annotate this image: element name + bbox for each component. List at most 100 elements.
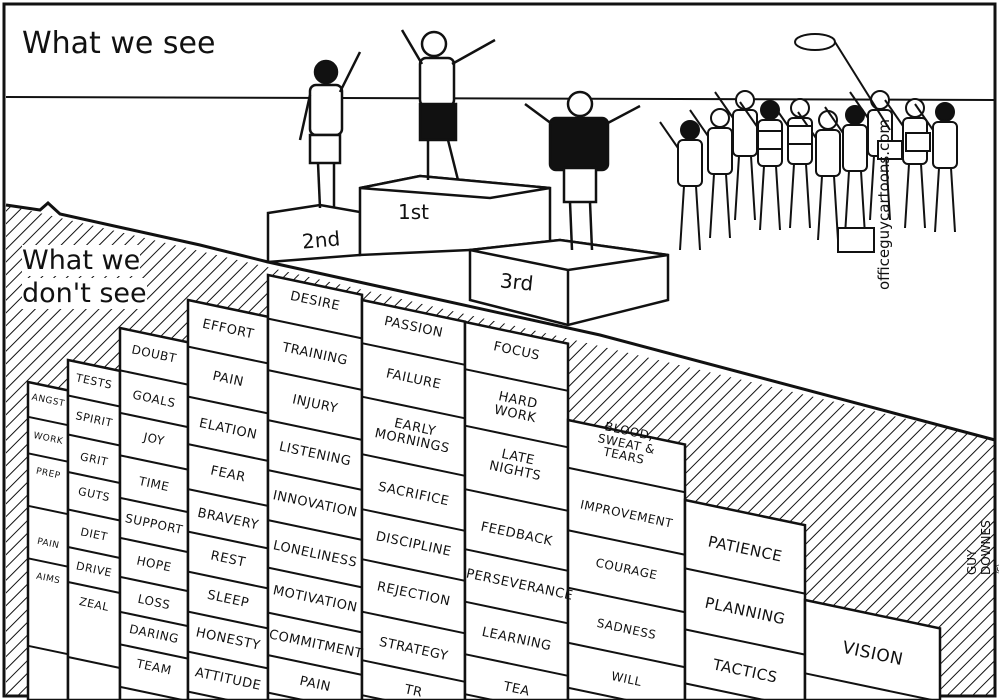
row-divider bbox=[464, 424, 569, 449]
row-divider bbox=[361, 610, 466, 635]
row-divider bbox=[27, 644, 69, 656]
press-person bbox=[714, 90, 758, 221]
stair-column bbox=[803, 598, 942, 700]
row-divider bbox=[119, 643, 189, 660]
row-divider bbox=[267, 369, 363, 391]
press-person bbox=[659, 120, 703, 251]
row-divider bbox=[361, 453, 466, 477]
row-divider bbox=[187, 530, 269, 550]
row-divider bbox=[567, 529, 686, 556]
row-divider bbox=[119, 575, 189, 593]
row-divider bbox=[267, 691, 308, 700]
caption-what-we-dont-see-2: don't see bbox=[22, 278, 147, 309]
place-1-label: 1st bbox=[398, 200, 429, 224]
row-divider bbox=[119, 536, 189, 554]
row-divider bbox=[27, 557, 69, 568]
staircase bbox=[26, 273, 942, 700]
row-divider bbox=[67, 546, 121, 559]
press-person bbox=[689, 108, 733, 239]
row-divider bbox=[187, 345, 269, 365]
camera-icon bbox=[757, 130, 783, 150]
row-divider bbox=[464, 600, 569, 625]
place-2-label: 2nd bbox=[301, 226, 342, 254]
row-divider bbox=[67, 581, 121, 594]
row-divider bbox=[187, 488, 269, 507]
stair-column bbox=[360, 298, 467, 700]
row-divider bbox=[361, 508, 466, 532]
stair-column bbox=[26, 380, 70, 700]
row-divider bbox=[684, 682, 769, 700]
row-divider bbox=[187, 570, 269, 590]
press-crowd bbox=[659, 90, 958, 253]
row-divider bbox=[804, 672, 937, 700]
camera-icon bbox=[905, 132, 931, 152]
row-divider bbox=[361, 558, 466, 582]
row-divider bbox=[67, 508, 121, 522]
row-divider bbox=[187, 395, 269, 415]
row-divider bbox=[119, 411, 189, 429]
caption-what-we-dont-see-1: What we bbox=[22, 245, 141, 276]
row-divider bbox=[361, 395, 466, 420]
row-divider bbox=[267, 317, 363, 340]
boom-microphone bbox=[794, 33, 836, 51]
row-divider bbox=[464, 368, 569, 392]
row-divider bbox=[119, 454, 189, 471]
row-divider bbox=[27, 415, 69, 427]
artist-signature: GUY DOWNES © bbox=[965, 520, 999, 575]
row-divider bbox=[119, 369, 189, 386]
row-divider bbox=[567, 586, 686, 614]
row-divider bbox=[361, 694, 390, 700]
row-dividers bbox=[27, 317, 937, 700]
podium bbox=[266, 174, 670, 327]
row-divider bbox=[567, 686, 632, 700]
place-3-label: 3rd bbox=[498, 268, 535, 296]
row-divider bbox=[684, 628, 806, 656]
row-divider bbox=[361, 342, 466, 366]
stair-column bbox=[463, 320, 570, 700]
athletes bbox=[298, 29, 641, 251]
ground-edge bbox=[5, 200, 996, 442]
row-divider bbox=[464, 548, 569, 572]
row-divider bbox=[67, 394, 121, 408]
row-divider bbox=[567, 466, 686, 494]
row-divider bbox=[119, 685, 188, 700]
row-divider bbox=[267, 566, 363, 589]
row-divider bbox=[567, 641, 686, 669]
stair-column bbox=[266, 273, 364, 700]
row-divider bbox=[67, 656, 121, 669]
row-divider bbox=[267, 611, 363, 634]
stair-column bbox=[566, 418, 687, 700]
row-divider bbox=[27, 452, 69, 463]
caption-what-we-see: What we see bbox=[22, 26, 216, 61]
row-divider bbox=[464, 693, 498, 700]
press-person bbox=[824, 105, 868, 236]
row-divider bbox=[67, 433, 121, 447]
row-divider bbox=[67, 471, 121, 484]
press-person bbox=[849, 90, 893, 221]
press-person bbox=[914, 102, 958, 233]
row-divider bbox=[119, 496, 189, 514]
stair-column bbox=[118, 326, 190, 700]
row-divider bbox=[361, 659, 466, 683]
row-divider bbox=[27, 504, 69, 516]
row-divider bbox=[187, 443, 269, 462]
row-divider bbox=[187, 610, 269, 630]
website-credit: officeguycartoons.com bbox=[875, 118, 893, 290]
row-divider bbox=[464, 488, 569, 512]
boom-pole bbox=[834, 41, 891, 131]
row-divider bbox=[267, 469, 363, 491]
stair-column bbox=[683, 498, 807, 700]
row-divider bbox=[267, 654, 363, 676]
horizon-line bbox=[5, 96, 996, 101]
row-divider bbox=[187, 690, 233, 700]
camera-icon bbox=[787, 125, 813, 145]
row-divider bbox=[267, 419, 363, 441]
row-divider bbox=[187, 650, 269, 670]
row-divider bbox=[684, 567, 806, 595]
row-divider bbox=[267, 519, 363, 541]
camera-icon bbox=[877, 140, 903, 160]
equipment-case bbox=[837, 227, 875, 253]
row-divider bbox=[119, 610, 189, 628]
stair-column bbox=[66, 358, 122, 700]
